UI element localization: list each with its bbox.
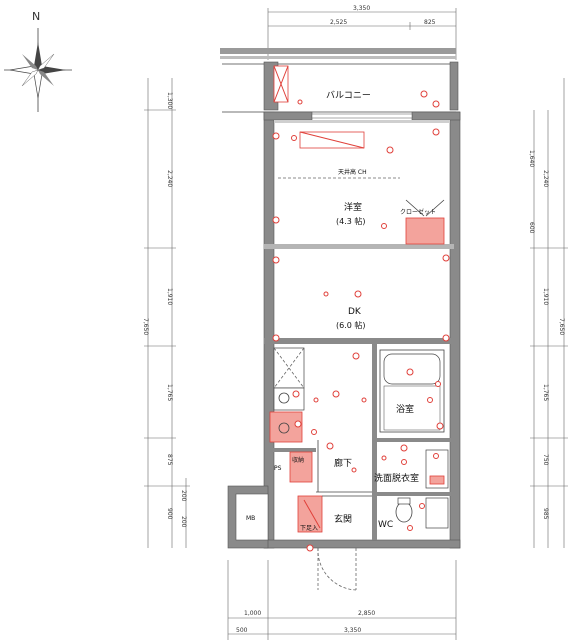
dim-top-right: 825 — [424, 19, 436, 26]
dim-bottom-lower-right: 3,350 — [344, 627, 361, 634]
left-dimensions: 1,300 2,240 1,910 1,765 875 900 200 200 … — [142, 78, 190, 548]
dim-top-left: 2,525 — [330, 19, 347, 26]
dim-left-room3: 1,765 — [166, 384, 173, 401]
dim-left-room4: 875 — [166, 454, 173, 466]
dim-bottom-upper-right: 2,850 — [358, 610, 375, 617]
dk-room: DK (6.0 帖) — [272, 254, 450, 342]
dim-right-total: 7,650 — [558, 318, 565, 335]
unit-walls — [263, 111, 461, 549]
north-label: N — [32, 10, 40, 23]
right-dimensions: 1,640 600 2,240 1,910 1,765 750 985 7,65… — [528, 78, 568, 548]
dim-left-room5c: 200 — [180, 490, 187, 502]
dim-top-total: 3,350 — [353, 5, 370, 12]
dim-right-a: 1,640 — [528, 150, 535, 167]
ceiling-note: 天井高 CH — [338, 168, 367, 176]
dim-left-room5a: 900 — [166, 508, 173, 520]
dim-right-b: 600 — [528, 222, 535, 234]
balcony: バルコニー — [220, 48, 459, 113]
entrance-label: 玄関 — [334, 513, 352, 525]
top-dimensions: 3,350 2,525 825 — [267, 5, 457, 60]
dim-right-room1: 2,240 — [542, 170, 549, 187]
hallway-label: 廊下 — [334, 457, 352, 469]
dim-left-room2: 1,910 — [166, 288, 173, 305]
hallway-zone: PS 収納 廊下 — [274, 440, 372, 493]
wc: WC — [378, 497, 449, 531]
dim-right-room2: 1,910 — [542, 288, 549, 305]
dim-bottom-upper-left: 1,000 — [244, 610, 261, 617]
dim-right-room4: 750 — [542, 454, 549, 466]
dk-size: (6.0 帖) — [336, 320, 366, 330]
washroom-label: 洗面脱衣室 — [374, 472, 419, 484]
bath-label: 浴室 — [396, 403, 414, 415]
wc-label: WC — [378, 520, 393, 530]
dk-label: DK — [348, 307, 362, 317]
dim-left-total: 7,650 — [142, 318, 149, 335]
dim-left-room1: 2,240 — [166, 170, 173, 187]
washroom: 洗面脱衣室 — [374, 444, 449, 489]
dim-left-room5b: 200 — [180, 516, 187, 528]
ps-label: PS — [274, 465, 282, 472]
storage-label: 収納 — [292, 456, 304, 464]
western-room: 天井高 CH 洋室 (4.3 帖) クローゼット — [272, 128, 445, 245]
kitchen — [269, 347, 367, 443]
dim-bottom-lower-left: 500 — [236, 627, 248, 634]
dim-right-room5: 985 — [542, 508, 549, 520]
mb-label: MB — [246, 515, 255, 522]
balcony-label: バルコニー — [326, 90, 371, 101]
dim-left-balcony: 1,300 — [166, 92, 173, 109]
meter-box: MB — [227, 485, 269, 549]
compass-rose: N — [4, 10, 72, 112]
entrance: 下足入 玄関 — [297, 495, 372, 591]
dim-right-room3: 1,765 — [542, 384, 549, 401]
closet-area — [405, 217, 445, 245]
western-room-label: 洋室 — [344, 201, 362, 213]
bottom-dimensions: 1,000 2,850 500 3,350 — [227, 560, 457, 640]
closet-label: クローゼット — [400, 208, 436, 216]
bathroom: 浴室 — [379, 349, 445, 433]
shoe-box-label: 下足入 — [300, 525, 318, 532]
western-room-size: (4.3 帖) — [336, 216, 366, 226]
